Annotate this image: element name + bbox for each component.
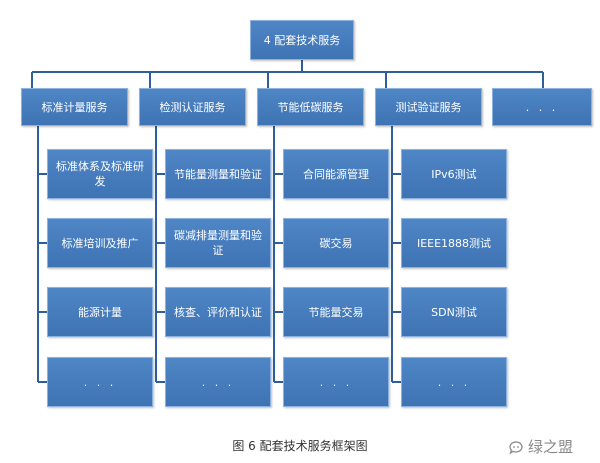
figure-caption: 图 6 配套技术服务框架图 <box>232 439 368 453</box>
leaf-label: . . . <box>83 375 117 389</box>
category-node-energy-saving: 节能低碳服务 <box>257 88 364 126</box>
leaf-label: 节能量交易 <box>308 305 364 319</box>
leaf-node: 标准培训及推广 <box>47 218 153 268</box>
category-node-testing-certification: 检测认证服务 <box>139 88 246 126</box>
leaf-node-more: . . . <box>165 357 271 407</box>
leaf-node: 节能量交易 <box>283 287 389 337</box>
leaf-label: IEEE1888测试 <box>416 236 492 250</box>
leaf-label: 能源计量 <box>78 305 122 319</box>
leaf-node: 碳减排量测量和验证 <box>165 218 271 268</box>
leaf-label: 碳交易 <box>319 236 353 250</box>
leaf-node-more: . . . <box>401 357 507 407</box>
category-label: 标准计量服务 <box>41 100 108 114</box>
category-label: 节能低碳服务 <box>277 100 344 114</box>
leaf-label: . . . <box>319 375 353 389</box>
chat-bubble-icon <box>509 440 523 455</box>
leaf-node: 能源计量 <box>47 287 153 337</box>
leaf-label: 标准体系及标准研发 <box>56 160 144 188</box>
category-node-test-verification: 测试验证服务 <box>375 88 482 126</box>
leaf-label: 核查、评价和认证 <box>174 305 262 319</box>
category-node-standard-metering: 标准计量服务 <box>21 88 128 126</box>
watermark-text: 绿之盟 <box>528 438 574 456</box>
leaf-label: . . . <box>437 375 471 389</box>
watermark: 绿之盟 <box>508 436 573 457</box>
leaf-label: IPv6测试 <box>431 167 477 181</box>
leaf-node: SDN测试 <box>401 287 507 337</box>
leaf-label: 合同能源管理 <box>303 167 369 181</box>
category-label: . . . <box>525 100 559 114</box>
leaf-node: 合同能源管理 <box>283 149 389 199</box>
leaf-label: . . . <box>201 375 235 389</box>
leaf-node: 节能量测量和验证 <box>165 149 271 199</box>
leaf-label: 碳减排量测量和验证 <box>174 229 262 257</box>
category-label: 测试验证服务 <box>395 100 462 114</box>
leaf-node-more: . . . <box>47 357 153 407</box>
leaf-node: 标准体系及标准研发 <box>47 149 153 199</box>
category-node-more: . . . <box>492 88 592 126</box>
leaf-node-more: . . . <box>283 357 389 407</box>
leaf-node: 碳交易 <box>283 218 389 268</box>
leaf-label: 标准培训及推广 <box>61 236 139 250</box>
leaf-label: SDN测试 <box>431 305 477 319</box>
root-node: 4 配套技术服务 <box>250 20 354 60</box>
root-label: 4 配套技术服务 <box>263 33 341 47</box>
category-label: 检测认证服务 <box>159 100 226 114</box>
leaf-node: IEEE1888测试 <box>401 218 507 268</box>
leaf-node: 核查、评价和认证 <box>165 287 271 337</box>
leaf-label: 节能量测量和验证 <box>174 167 262 181</box>
leaf-node: IPv6测试 <box>401 149 507 199</box>
